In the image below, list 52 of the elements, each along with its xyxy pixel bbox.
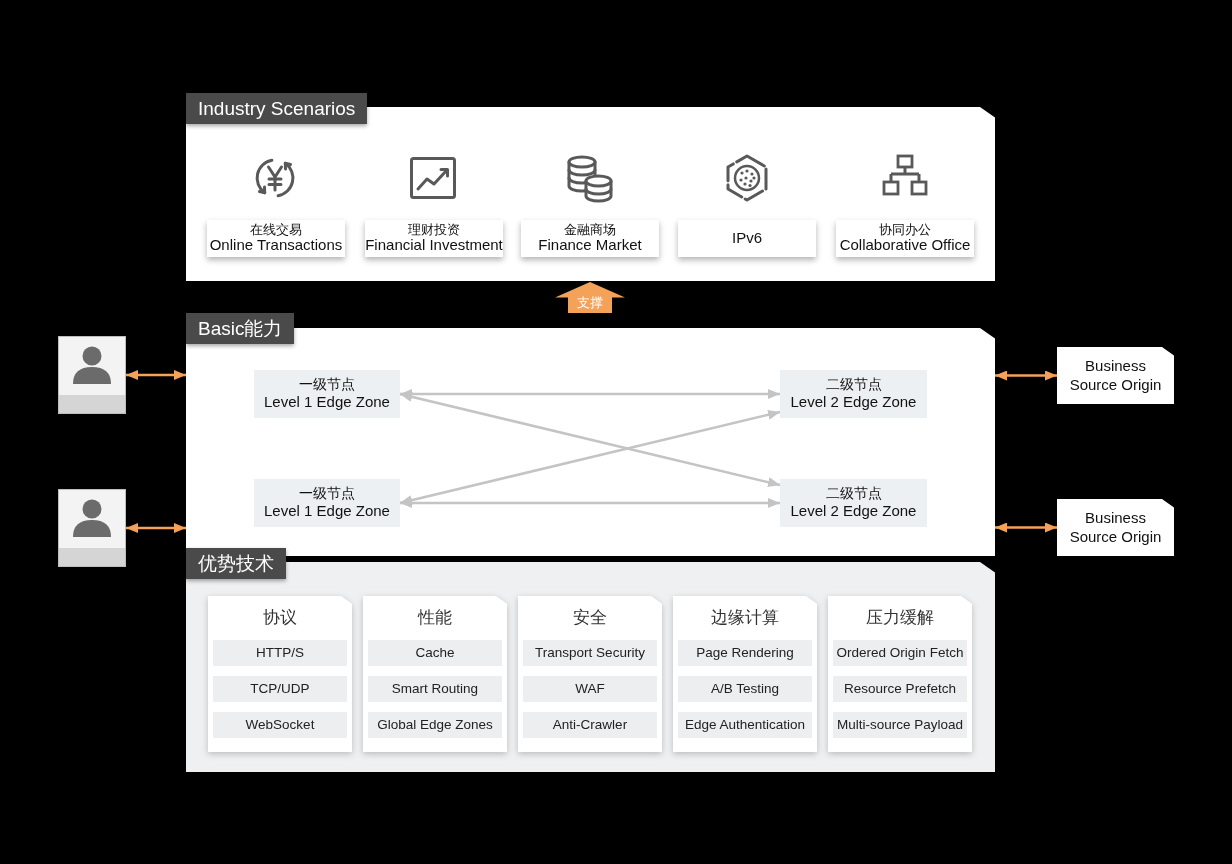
section-panel <box>186 93 995 281</box>
double-arrow <box>400 498 780 508</box>
section-panel <box>186 548 995 772</box>
section-tab: 优势技术 <box>186 548 286 579</box>
feature-item: A/B Testing <box>678 676 812 702</box>
double-arrow <box>126 370 186 380</box>
feature-card <box>363 596 507 752</box>
feature-item: WAF <box>523 676 657 702</box>
user-tile <box>58 489 126 567</box>
label-card: 理财投资 Financial Investment <box>365 220 503 257</box>
double-arrow <box>126 523 186 533</box>
feature-item: Cache <box>368 640 502 666</box>
origin-box: Business Source Origin <box>1057 499 1174 556</box>
feature-item: Anti-Crawler <box>523 712 657 738</box>
section-tab: Industry Scenarios <box>186 93 368 124</box>
card-title: 边缘计算 <box>711 608 779 627</box>
feature-item: WebSocket <box>213 712 347 738</box>
label-card: 在线交易 Online Transactions <box>207 220 345 257</box>
feature-item: HTTP/S <box>213 640 347 666</box>
label-card: 协同办公 Collaborative Office <box>836 220 974 257</box>
label-card: IPv6 <box>678 220 816 257</box>
feature-item: Page Rendering <box>678 640 812 666</box>
edge-label: 支撑 <box>575 294 605 310</box>
feature-item: Transport Security <box>523 640 657 666</box>
double-arrow <box>399 409 781 506</box>
double-arrow <box>995 370 1057 381</box>
feature-item: TCP/UDP <box>213 676 347 702</box>
feature-item: Smart Routing <box>368 676 502 702</box>
feature-card <box>673 596 817 752</box>
card-title: 性能 <box>418 608 452 627</box>
feature-card <box>828 596 972 752</box>
feature-item: Edge Authentication <box>678 712 812 738</box>
zone-box: 二级节点 Level 2 Edge Zone <box>780 370 927 418</box>
card-title: 协议 <box>263 608 297 627</box>
feature-item: Global Edge Zones <box>368 712 502 738</box>
feature-card <box>518 596 662 752</box>
feature-item: Ordered Origin Fetch <box>833 640 967 666</box>
double-arrow <box>995 522 1057 533</box>
card-title: 压力缓解 <box>866 608 934 627</box>
double-arrow <box>399 391 781 488</box>
zone-box: 二级节点 Level 2 Edge Zone <box>780 479 927 527</box>
feature-item: Resource Prefetch <box>833 676 967 702</box>
label-card: 金融商场 Finance Market <box>521 220 659 257</box>
feature-item: Multi-source Payload <box>833 712 967 738</box>
feature-card <box>208 596 352 752</box>
section-tab: Basic能力 <box>186 313 295 344</box>
zone-box: 一级节点 Level 1 Edge Zone <box>254 370 400 418</box>
zone-box: 一级节点 Level 1 Edge Zone <box>254 479 400 527</box>
card-title: 安全 <box>573 608 607 627</box>
user-tile <box>58 336 126 414</box>
section-panel <box>186 313 995 556</box>
origin-box: Business Source Origin <box>1057 347 1174 404</box>
